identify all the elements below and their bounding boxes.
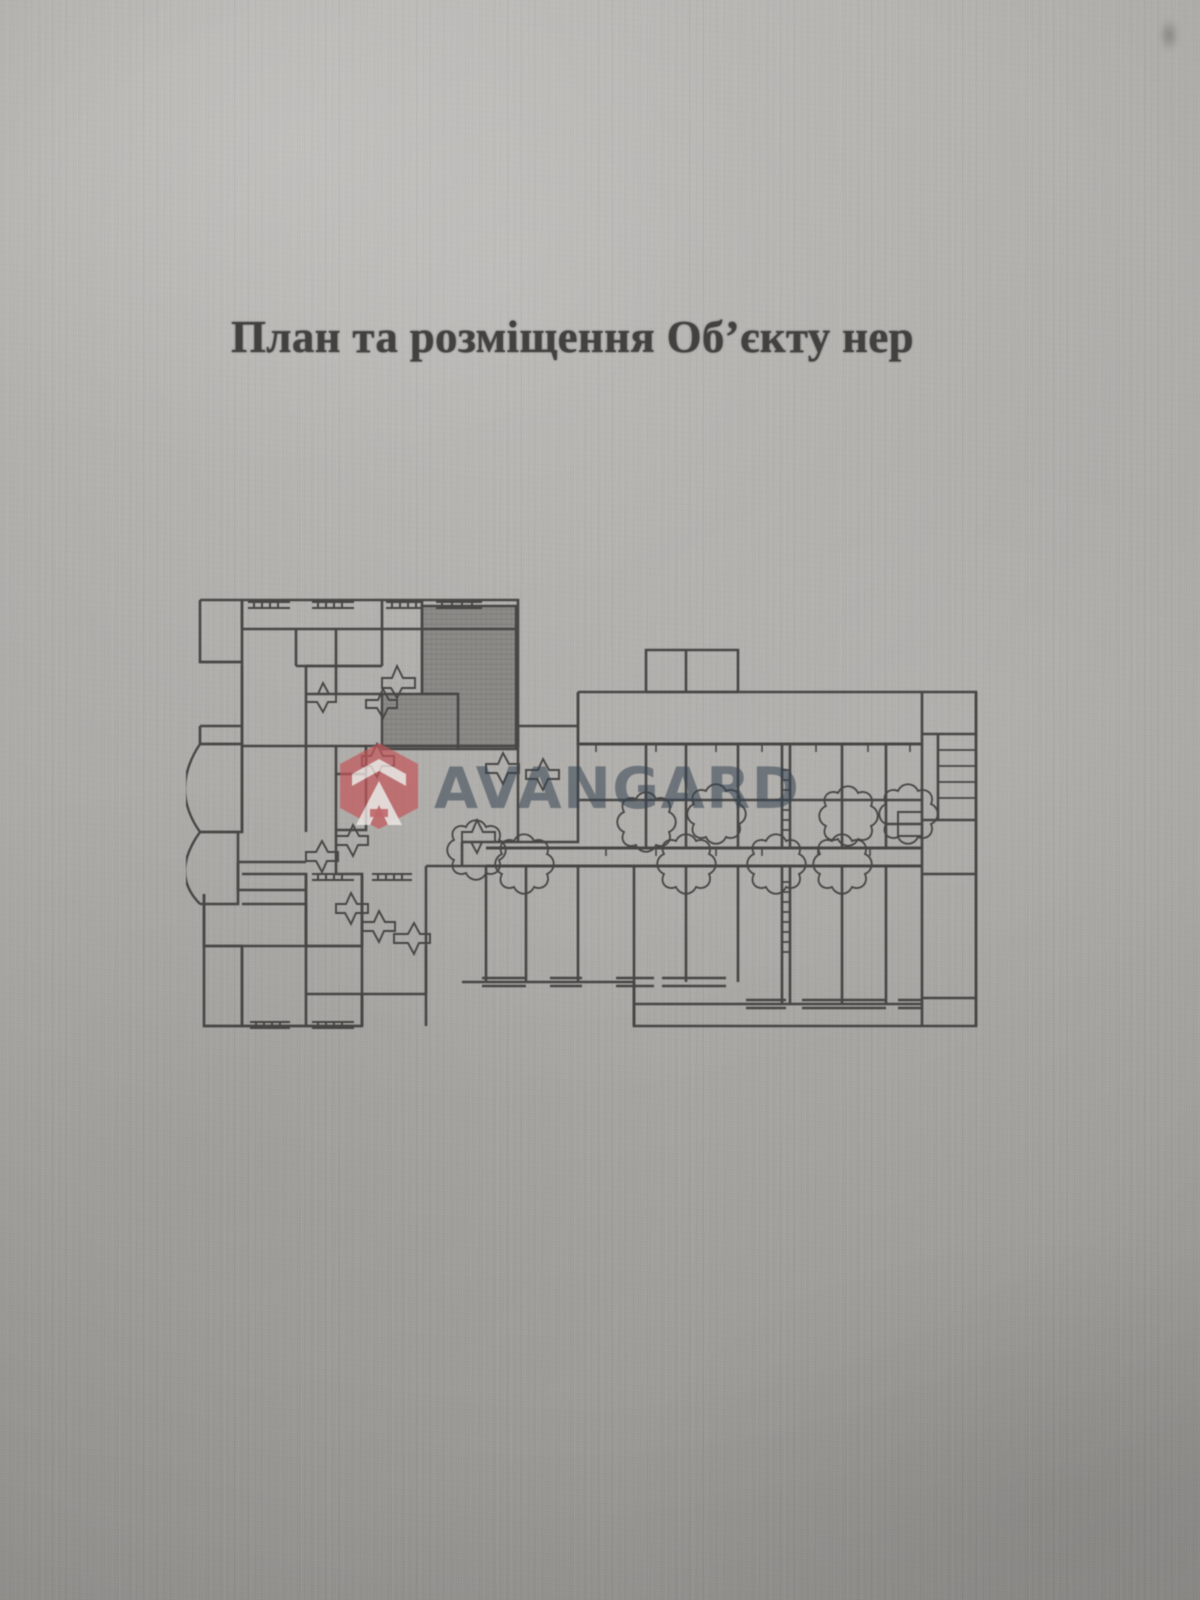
floor-plan-drawing	[186, 574, 996, 1036]
stair-symbol-upper	[782, 769, 790, 831]
window-symbols-bottom-left	[250, 1021, 354, 1029]
stair-symbol-lower	[782, 881, 790, 953]
door-leaf-symbols	[482, 976, 922, 1010]
highlighted-apartment-unit	[380, 604, 518, 751]
window-symbols-mid-left	[312, 873, 412, 881]
floor-plan-svg	[186, 598, 978, 1029]
window-symbols-top	[248, 601, 482, 609]
door-swing-symbols	[446, 783, 939, 895]
corner-smudge-mark	[1156, 14, 1182, 56]
document-title: План та розміщення Об’єкту нер	[231, 312, 914, 362]
stair-symbol-right-core	[938, 749, 976, 799]
